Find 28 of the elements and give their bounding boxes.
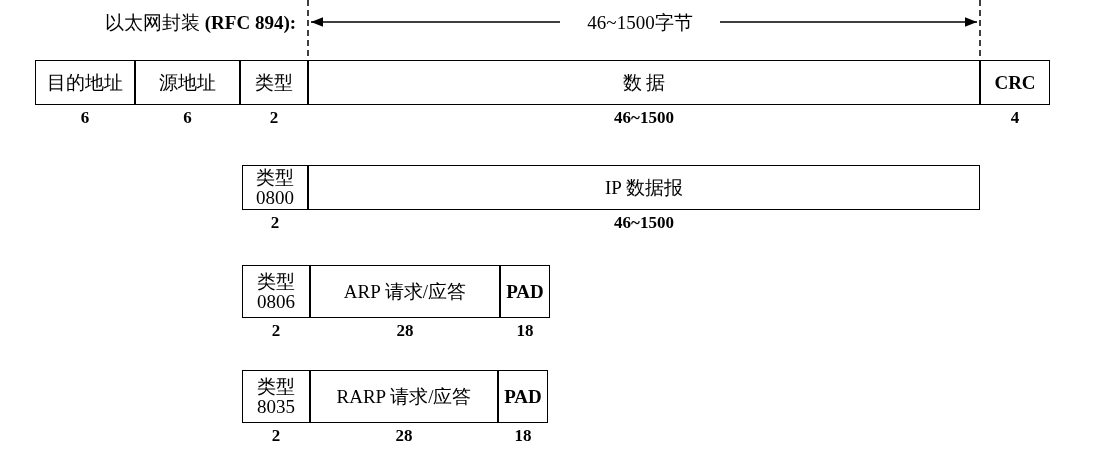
size-label: 46~1500	[613, 213, 675, 233]
size-label: 28	[394, 426, 414, 446]
field-label: CRC	[994, 72, 1036, 93]
field-label: 类型	[255, 72, 293, 93]
size-label: 46~1500	[613, 108, 675, 128]
size-label: 4	[1009, 108, 1021, 128]
field-label: 类型 0800	[255, 167, 295, 208]
size-label: 6	[79, 108, 91, 128]
size-label: 28	[395, 321, 415, 341]
field-label: 类型 0806	[256, 271, 296, 312]
size-label: 2	[268, 108, 280, 128]
title: 以太网封装 (RFC 894):	[105, 11, 297, 35]
field-label: 源地址	[159, 72, 216, 93]
size-label: 18	[513, 426, 533, 446]
size-label: 18	[515, 321, 535, 341]
size-label: 6	[182, 108, 193, 128]
field-label: 数 据	[622, 72, 666, 93]
size-label: 2	[269, 213, 281, 233]
field-label: 类型 8035	[256, 376, 296, 417]
field-label: PAD	[504, 386, 542, 407]
field-label: ARP 请求/应答	[343, 281, 467, 302]
dimension-label: 46~1500字节	[586, 11, 694, 35]
field-label: IP 数据报	[605, 177, 683, 198]
field-label: PAD	[506, 281, 544, 302]
size-label: 2	[270, 321, 282, 341]
field-label: RARP 请求/应答	[336, 386, 472, 407]
field-label: 目的地址	[47, 72, 123, 93]
size-label: 2	[270, 426, 282, 446]
